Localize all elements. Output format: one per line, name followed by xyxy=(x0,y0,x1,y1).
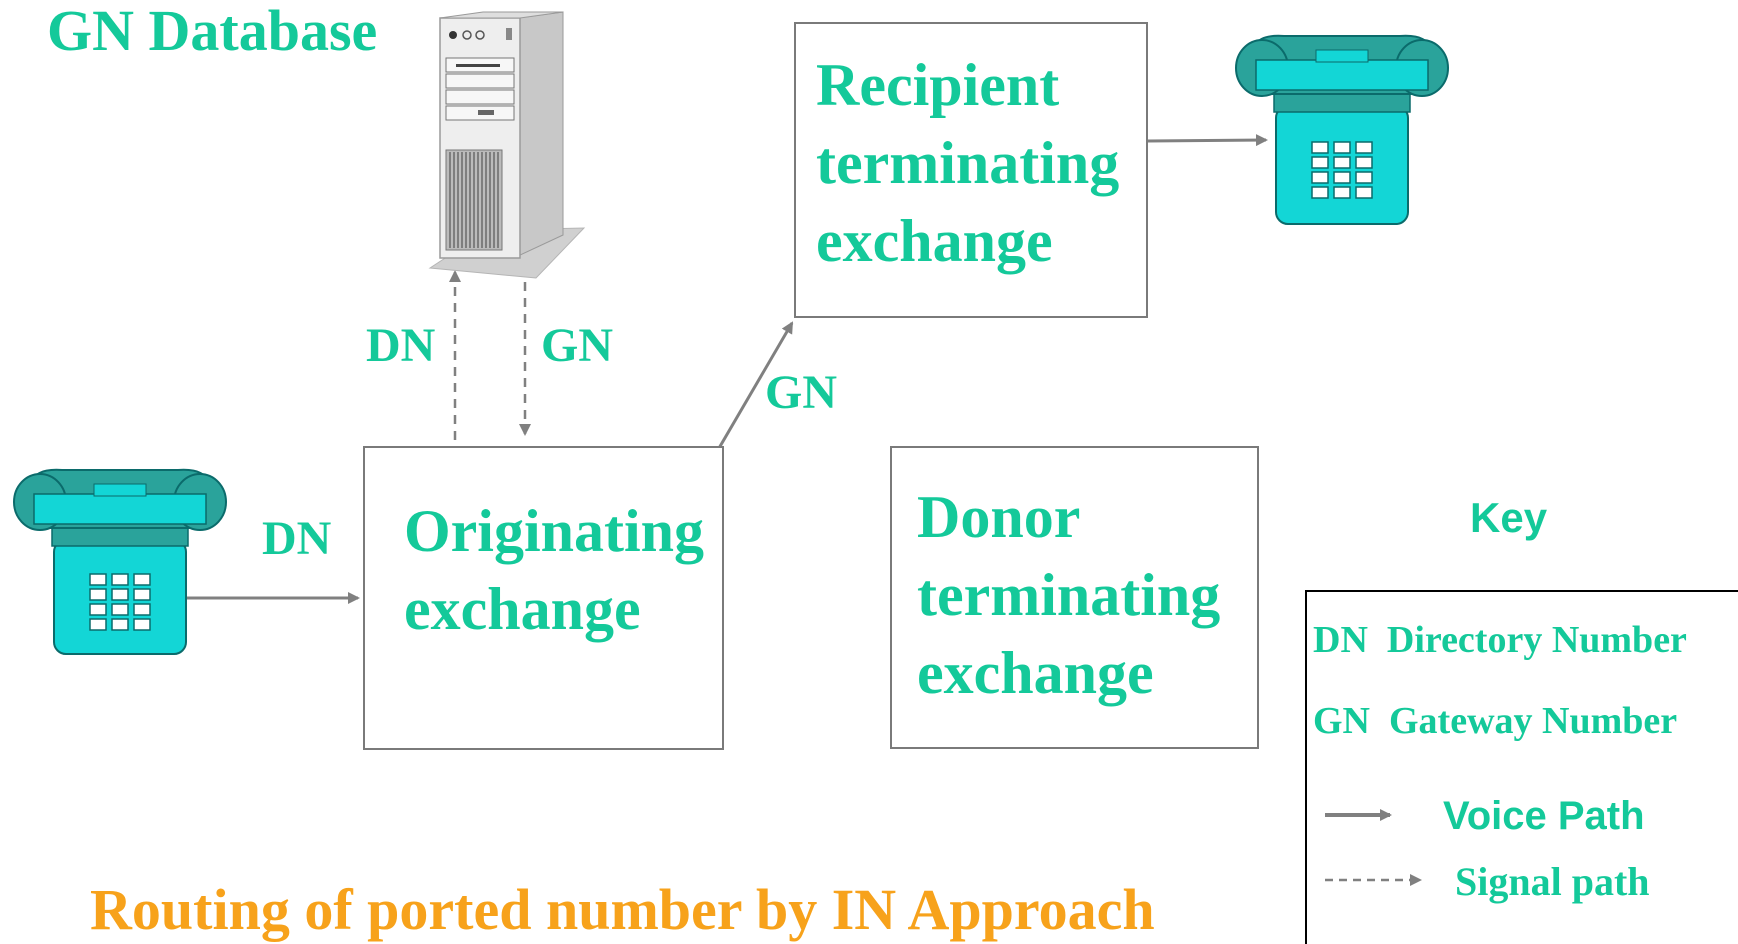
voice-path-recipient-to-phone xyxy=(1147,134,1268,147)
edge-label-caller-dn: DN xyxy=(262,512,332,565)
caller-telephone-icon xyxy=(12,462,228,658)
key-entry-dn-meaning: Directory Number xyxy=(1386,619,1687,661)
key-entry-gn-abbr: GN xyxy=(1313,700,1370,742)
originating-exchange: Originating exchange xyxy=(363,446,724,750)
donor-terminating-exchange: Donor terminating exchange xyxy=(890,446,1259,749)
edge-label-route-gn: GN xyxy=(765,366,837,419)
key-entry-dn-abbr: DN xyxy=(1313,619,1368,661)
key-entry-gn-meaning: Gateway Number xyxy=(1389,700,1678,742)
edge-label-response-gn: GN xyxy=(541,319,613,372)
key-voice-path-label: Voice Path xyxy=(1443,794,1645,838)
key-signal-path-label: Signal path xyxy=(1455,859,1650,904)
recipient-exchange-label: Recipient terminating exchange xyxy=(816,52,1120,274)
server-tower-icon xyxy=(428,10,586,285)
recipient-terminating-exchange: Recipient terminating exchange xyxy=(794,22,1148,318)
key-entry-gn: GN Gateway Number xyxy=(1313,698,1677,744)
originating-exchange-label: Originating exchange xyxy=(404,498,705,642)
key-entry-dn: DN Directory Number xyxy=(1313,617,1687,663)
key-legend-box xyxy=(1305,590,1738,944)
edge-label-query-dn: DN xyxy=(366,319,436,372)
callee-telephone-icon xyxy=(1234,28,1450,228)
diagram-title: Routing of ported number by IN Approach xyxy=(90,877,1155,942)
database-title: GN Database xyxy=(47,0,378,63)
voice-path-originating-to-recipient xyxy=(713,321,794,456)
key-title: Key xyxy=(1470,494,1548,541)
donor-exchange-label: Donor terminating exchange xyxy=(917,484,1221,706)
